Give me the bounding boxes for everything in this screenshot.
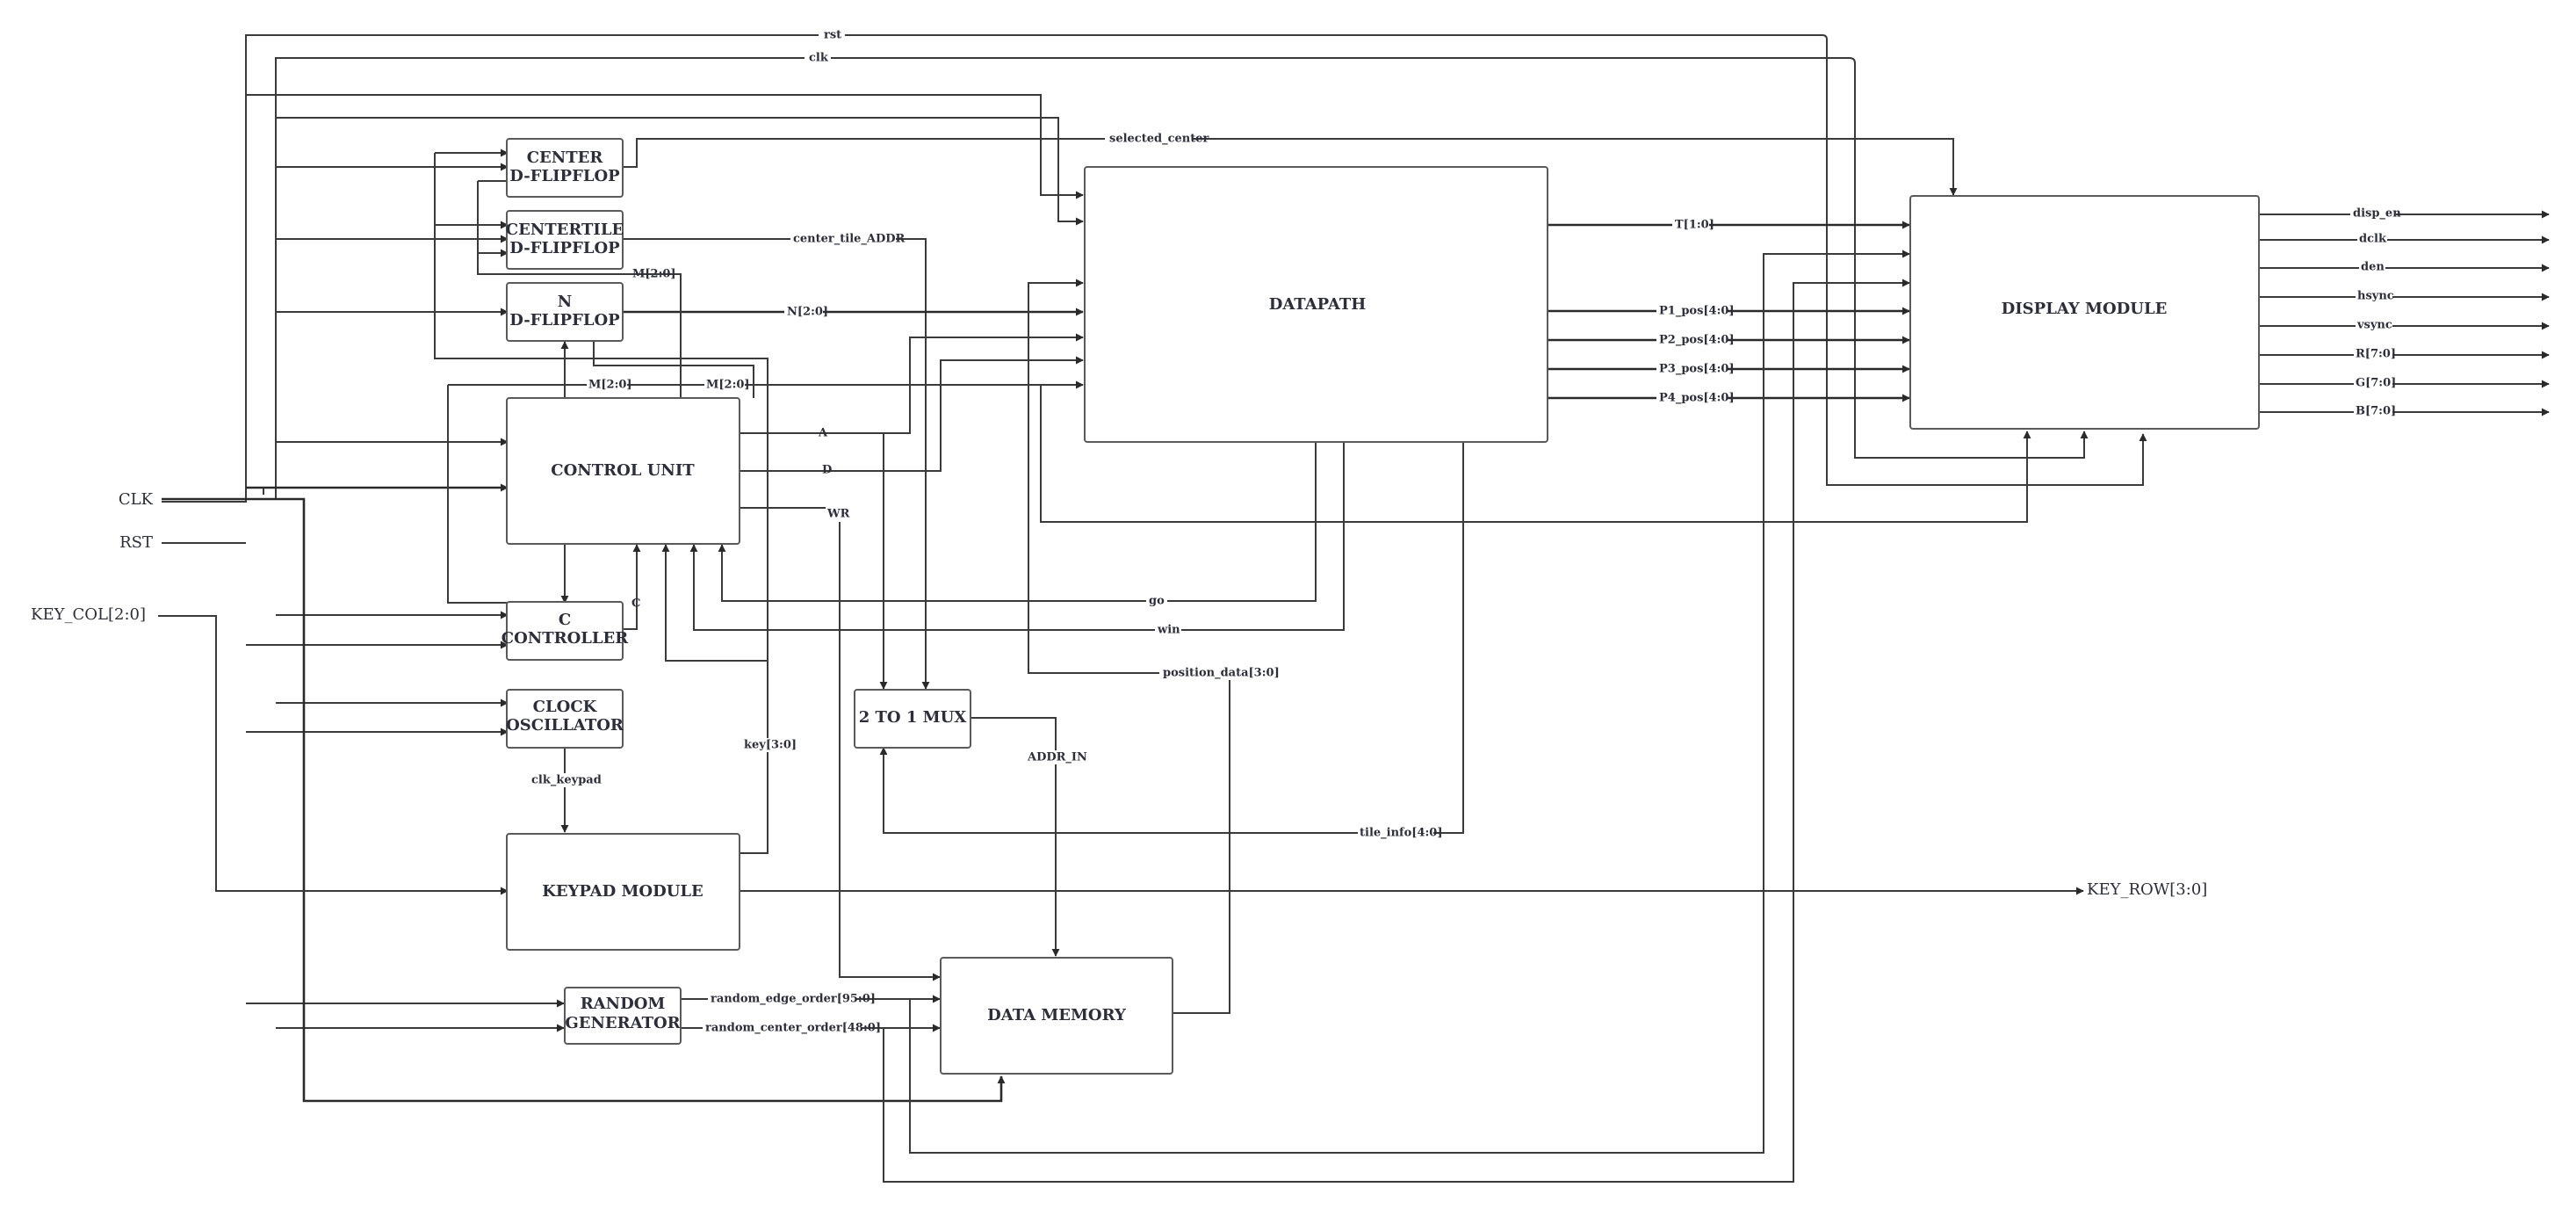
- wire-clk: [162, 57, 2089, 500]
- sig-t: T[1:0]: [1675, 219, 1714, 232]
- sig-a: A: [818, 427, 828, 440]
- sig-clk: clk: [809, 52, 829, 65]
- c-controller-label-2: CONTROLLER: [501, 629, 630, 648]
- random-generator-label-1: RANDOM: [581, 995, 666, 1013]
- sig-random-edge-order: random_edge_order[95:0]: [711, 993, 876, 1006]
- sig-random-center-order: random_center_order[48:0]: [705, 1022, 881, 1035]
- sig-d: D: [822, 464, 832, 477]
- sig-addr-in: ADDR_IN: [1027, 751, 1087, 764]
- random-generator-label-2: GENERATOR: [565, 1014, 681, 1032]
- sig-tile-info: tile_info[4:0]: [1360, 827, 1443, 840]
- sig-hsync: hsync: [2357, 290, 2394, 303]
- sig-m-top: M[2:0]: [632, 268, 676, 281]
- display-module-block: DISPLAY MODULE: [1909, 195, 2260, 430]
- n-dff-block: N D-FLIPFLOP: [506, 282, 624, 342]
- c-controller-label-1: C: [559, 611, 571, 629]
- sig-p2: P2_pos[4:0]: [1659, 334, 1735, 347]
- control-unit-label: CONTROL UNIT: [551, 461, 695, 480]
- mux-block: 2 TO 1 MUX: [854, 689, 971, 749]
- sig-m-right: M[2:0]: [706, 379, 750, 392]
- sig-r: R[7:0]: [2356, 348, 2396, 361]
- data-memory-label: DATA MEMORY: [987, 1006, 1127, 1024]
- sig-go: go: [1149, 595, 1165, 608]
- signal-labels: rst clk selected_center center_tile_ADDR…: [530, 28, 2401, 1035]
- wire-rst: [162, 34, 2147, 503]
- clock-oscillator-label-2: OSCILLATOR: [506, 716, 624, 735]
- sig-win: win: [1157, 624, 1180, 637]
- sig-key: key[3:0]: [744, 739, 797, 752]
- sig-clk-keypad: clk_keypad: [531, 774, 602, 787]
- sig-c: C: [631, 597, 640, 611]
- wires: [158, 34, 2550, 1183]
- sig-n: N[2:0]: [787, 306, 828, 319]
- sig-dclk: dclk: [2359, 233, 2387, 246]
- blocks: CENTER D-FLIPFLOP CENTERTILE D-FLIPFLOP …: [501, 138, 2260, 1075]
- sig-p1: P1_pos[4:0]: [1659, 305, 1735, 318]
- keypad-module-block: KEYPAD MODULE: [506, 833, 740, 951]
- display-module-label: DISPLAY MODULE: [2002, 300, 2168, 318]
- input-key-col-label: KEY_COL[2:0]: [31, 605, 146, 624]
- input-clk-label: CLK: [119, 490, 154, 509]
- sig-wr: WR: [826, 508, 850, 521]
- c-controller-block: C CONTROLLER: [501, 601, 630, 661]
- sig-position-data: position_data[3:0]: [1163, 667, 1280, 680]
- data-memory-block: DATA MEMORY: [940, 957, 1173, 1075]
- sig-b: B[7:0]: [2356, 405, 2396, 418]
- datapath-block: DATAPATH: [1084, 166, 1548, 443]
- center-dff-label-1: CENTER: [527, 148, 604, 167]
- sig-p4: P4_pos[4:0]: [1659, 392, 1735, 405]
- output-key-row-label: KEY_ROW[3:0]: [2087, 880, 2207, 899]
- sig-g: G[7:0]: [2356, 377, 2396, 390]
- clock-oscillator-block: CLOCK OSCILLATOR: [506, 689, 624, 749]
- datapath-label: DATAPATH: [1269, 295, 1367, 314]
- centertile-dff-block: CENTERTILE D-FLIPFLOP: [506, 210, 624, 270]
- sig-den: den: [2361, 261, 2385, 274]
- random-generator-block: RANDOM GENERATOR: [564, 987, 682, 1045]
- sig-p3: P3_pos[4:0]: [1659, 363, 1735, 376]
- centertile-dff-label-2: D-FLIPFLOP: [509, 239, 620, 257]
- sig-m-left: M[2:0]: [588, 379, 632, 392]
- control-unit-block: CONTROL UNIT: [506, 397, 740, 545]
- center-dff-label-2: D-FLIPFLOP: [509, 167, 620, 185]
- sig-disp-en: disp_en: [2353, 207, 2401, 221]
- sig-rst: rst: [824, 29, 841, 42]
- mux-label: 2 TO 1 MUX: [859, 708, 967, 727]
- sig-vsync: vsync: [2356, 319, 2392, 332]
- sig-selected-center: selected_center: [1109, 133, 1209, 146]
- keypad-module-label: KEYPAD MODULE: [542, 882, 704, 901]
- n-dff-label-1: N: [558, 293, 572, 311]
- centertile-dff-label-1: CENTERTILE: [506, 221, 624, 239]
- sig-center-tile-addr: center_tile_ADDR: [793, 233, 906, 246]
- input-rst-label: RST: [119, 533, 153, 552]
- clock-oscillator-label-1: CLOCK: [533, 698, 598, 716]
- center-dff-block: CENTER D-FLIPFLOP: [506, 138, 624, 198]
- io-labels: CLK RST KEY_COL[2:0] KEY_ROW[3:0]: [31, 490, 2207, 899]
- n-dff-label-2: D-FLIPFLOP: [509, 311, 620, 329]
